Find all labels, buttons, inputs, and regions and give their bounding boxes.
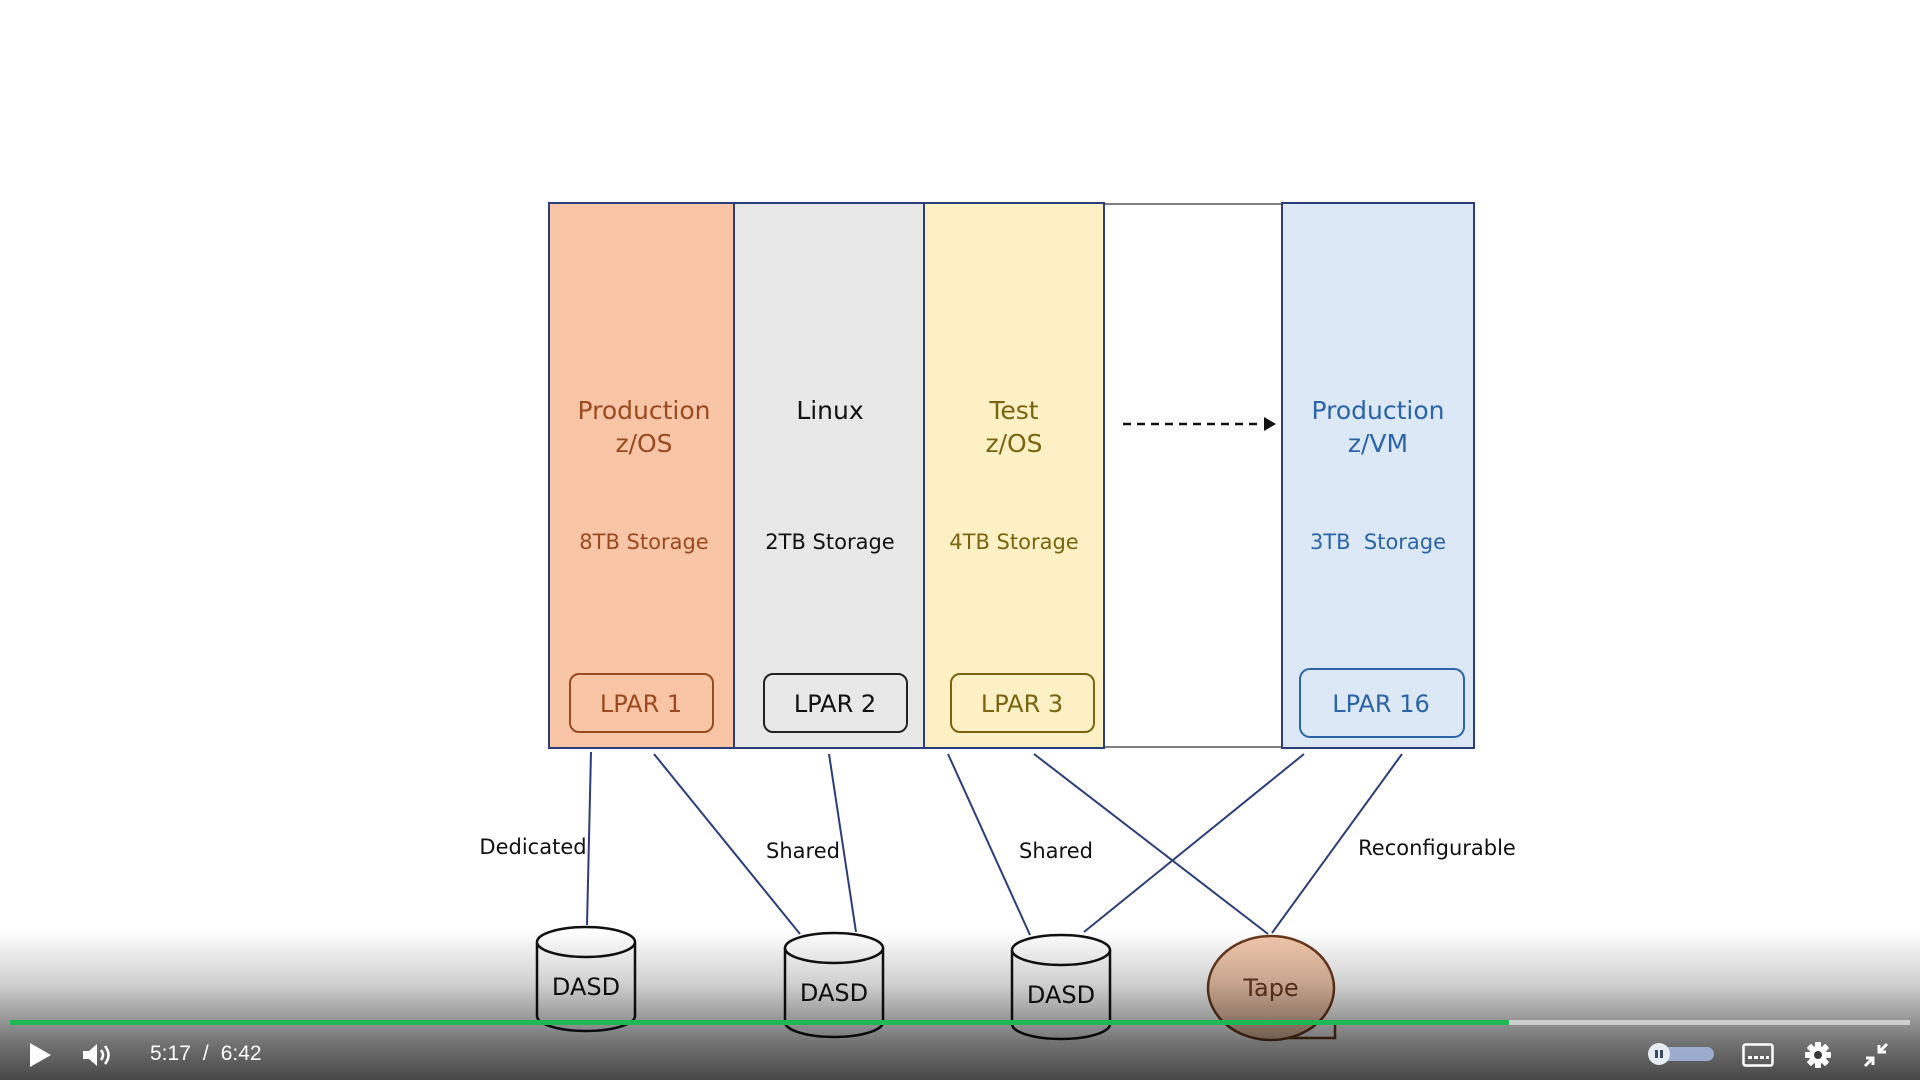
lpar-3-name-line2: z/OS [985, 429, 1042, 458]
lpar-3-label: LPAR 3 [981, 690, 1063, 718]
lpar-column-16: Production z/VM 3TB Storage LPAR 16 [1281, 202, 1475, 749]
exit-fullscreen-button[interactable] [1858, 1038, 1894, 1072]
dashed-arrow [1123, 417, 1276, 431]
settings-button[interactable] [1800, 1038, 1836, 1072]
lpar-1-label: LPAR 1 [600, 690, 682, 718]
volume-button[interactable] [80, 1038, 116, 1072]
lpar-2-storage: 2TB Storage [765, 530, 894, 554]
pause-toggle-icon [1655, 1050, 1663, 1058]
lpar-16-name-line2: z/VM [1348, 429, 1408, 458]
connection-lines [586, 751, 1403, 936]
lpar-16-storage: 3TB Storage [1310, 530, 1446, 554]
lpar-3-storage: 4TB Storage [949, 530, 1078, 554]
lpar-column-2: Linux 2TB Storage LPAR 2 [733, 202, 925, 749]
captions-icon [1742, 1043, 1774, 1067]
volume-icon [83, 1044, 110, 1066]
lpar-2-name: Linux [796, 396, 863, 425]
tape-label: Tape [1242, 974, 1298, 1002]
label-dedicated: Dedicated [479, 835, 586, 859]
lpar-3-name-line1: Test [988, 396, 1038, 425]
lpar-1-name-line2: z/OS [615, 429, 672, 458]
current-time: 5:17 [150, 1042, 191, 1065]
label-shared-2: Shared [1019, 839, 1093, 863]
time-separator: / [202, 1042, 209, 1065]
label-reconfigurable: Reconfigurable [1358, 836, 1516, 860]
lpar-1-storage: 8TB Storage [579, 530, 708, 554]
speed-toggle[interactable] [1648, 1043, 1716, 1065]
duration: 6:42 [220, 1042, 262, 1065]
gear-icon [1805, 1042, 1831, 1068]
play-button[interactable] [22, 1038, 58, 1072]
lpar-column-3: Test z/OS 4TB Storage LPAR 3 [923, 202, 1105, 749]
lpar-1-name-line1: Production [577, 396, 710, 425]
lpar-16-label: LPAR 16 [1332, 690, 1430, 718]
speed-toggle-track [1656, 1047, 1714, 1061]
dasd-device-1: DASD [535, 925, 637, 1033]
lpar-column-1: Production z/OS 8TB Storage LPAR 1 [548, 202, 735, 749]
label-shared-1: Shared [766, 839, 840, 863]
dasd-3-label: DASD [1027, 981, 1095, 1009]
captions-button[interactable] [1740, 1040, 1776, 1070]
lpar-16-name-line1: Production [1311, 396, 1444, 425]
time-display: 5:17 / 6:42 [150, 1040, 262, 1068]
seek-bar[interactable] [10, 1020, 1910, 1025]
seek-bar-played [10, 1020, 1510, 1025]
dasd-2-label: DASD [800, 979, 868, 1007]
exit-fullscreen-icon [1863, 1042, 1889, 1068]
dasd-1-label: DASD [552, 973, 620, 1001]
lpar-2-label: LPAR 2 [794, 690, 876, 718]
speed-toggle-knob [1648, 1043, 1670, 1065]
play-icon [30, 1043, 51, 1067]
